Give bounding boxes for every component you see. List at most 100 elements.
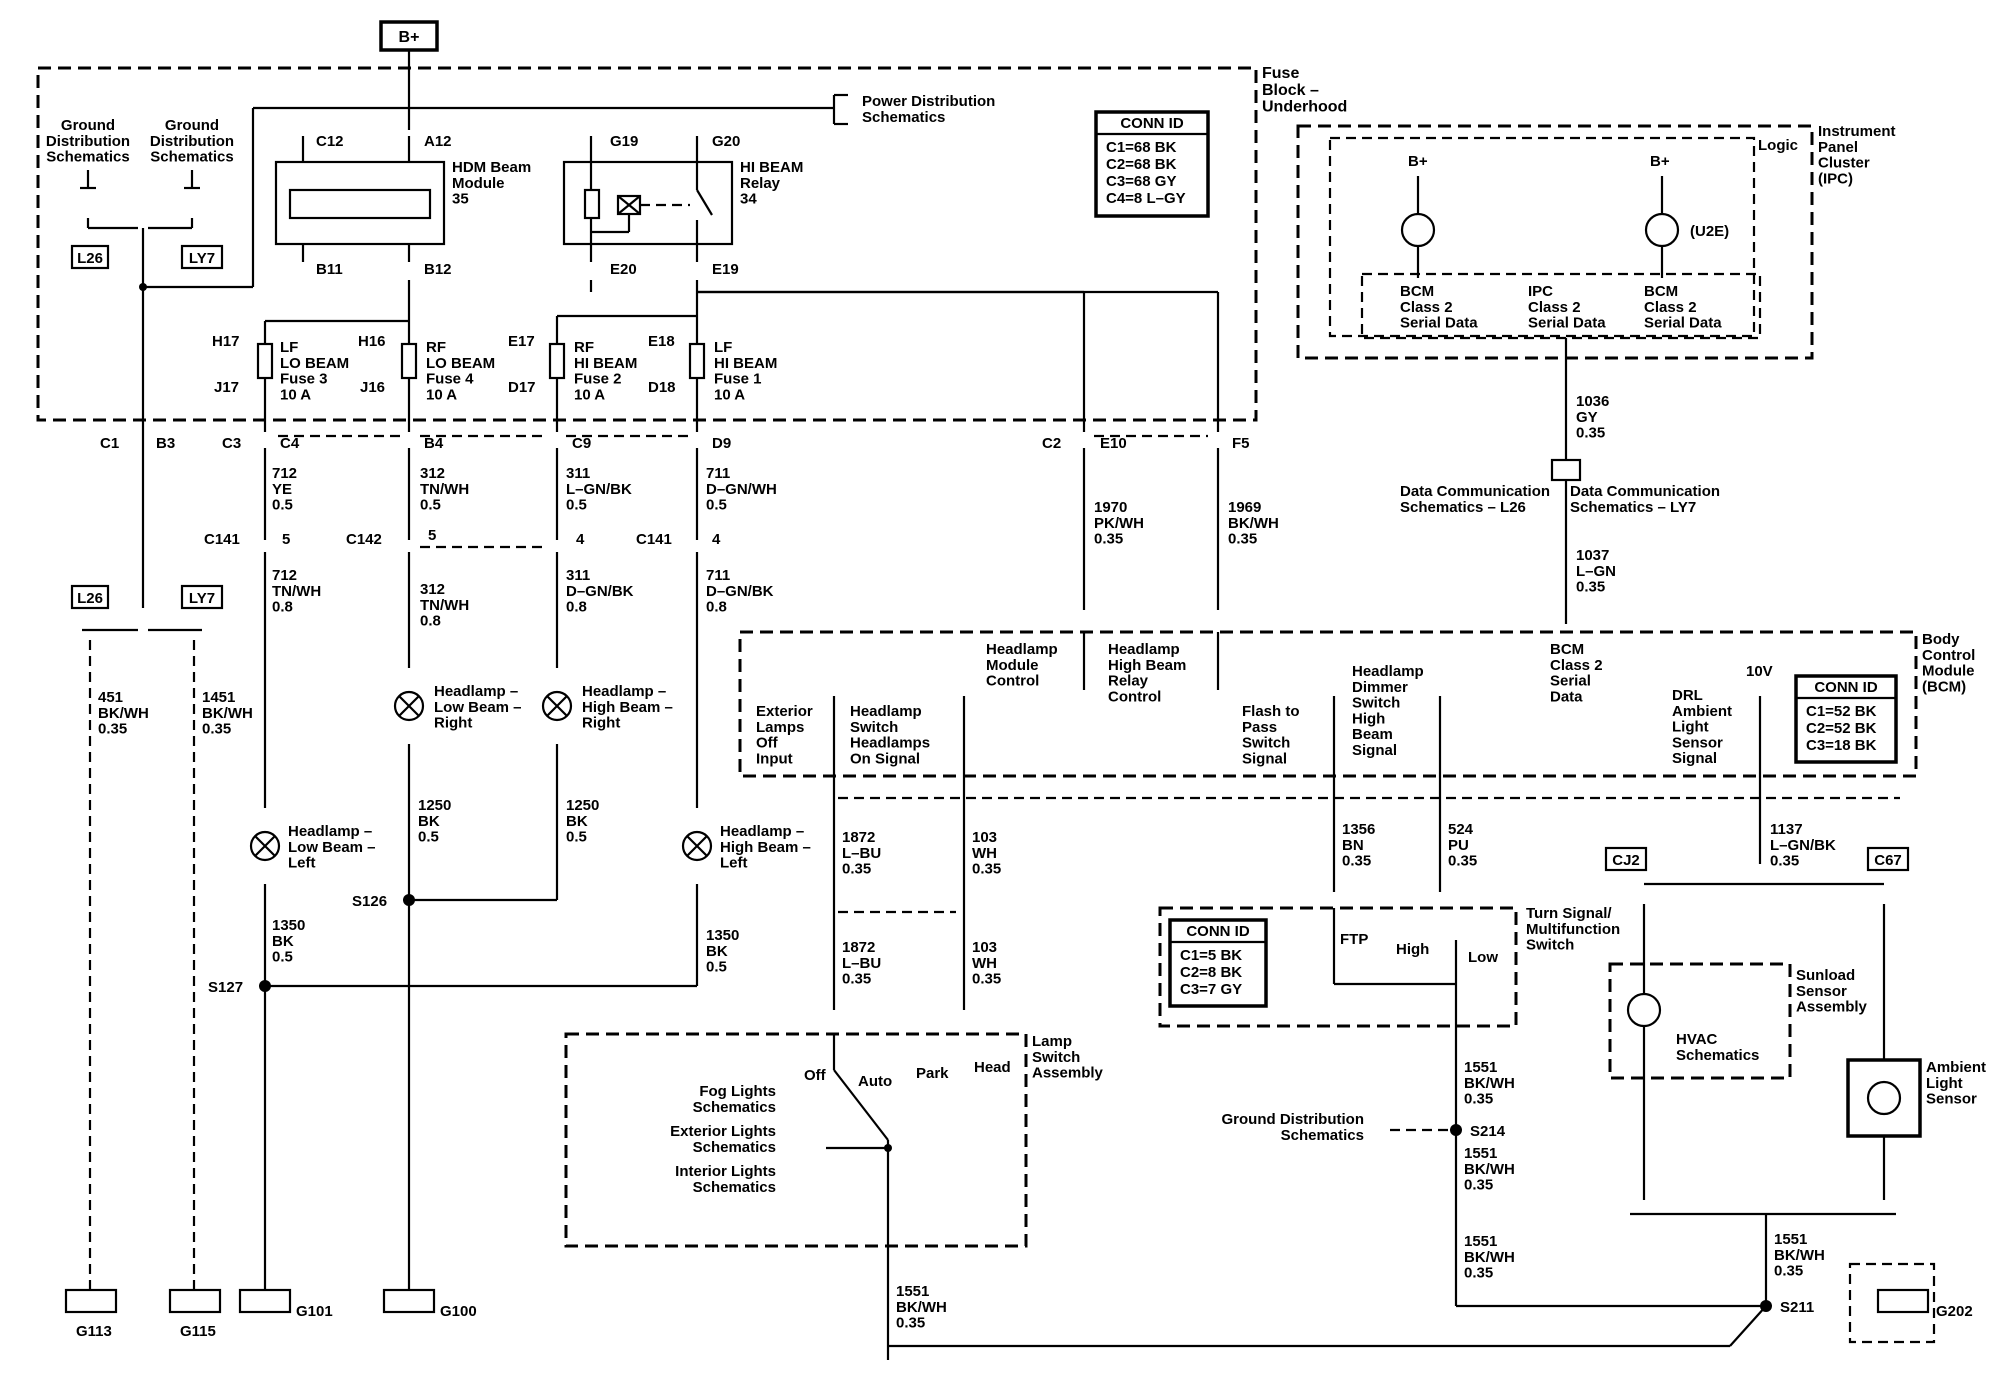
svg-text:B4: B4 (424, 435, 444, 452)
svg-text:C142: C142 (346, 531, 382, 548)
ground-g113 (64, 1288, 118, 1314)
svg-text:C3=68 GY: C3=68 GY (1106, 173, 1176, 190)
svg-text:S214: S214 (1470, 1123, 1506, 1140)
svg-text:G101: G101 (296, 1303, 333, 1320)
svg-text:C9: C9 (572, 435, 591, 452)
svg-text:CONN ID: CONN ID (1186, 923, 1250, 940)
svg-text:Low: Low (1468, 949, 1498, 966)
sunload-sensor (1608, 962, 1792, 1080)
lamp-hi-left: Headlamp –High Beam –Left (720, 823, 811, 872)
svg-text:S127: S127 (208, 979, 243, 996)
svg-text:D18: D18 (648, 379, 676, 396)
svg-text:G115: G115 (180, 1323, 216, 1340)
svg-text:H16: H16 (358, 333, 386, 350)
svg-text:High: High (1396, 941, 1429, 958)
option-tag-l26-bottom: L26 (77, 590, 103, 607)
svg-text:C3: C3 (222, 435, 241, 452)
svg-text:E17: E17 (508, 333, 535, 350)
svg-text:G202: G202 (1936, 1303, 1973, 1320)
svg-text:H17: H17 (212, 333, 240, 350)
bcm-boundary (738, 630, 1918, 778)
turn-signal-switch (1158, 906, 1518, 1028)
lamp-lo-left: Headlamp –Low Beam –Left (288, 823, 376, 872)
svg-text:A12: A12 (424, 133, 452, 150)
lamp-hi-right: Headlamp –High Beam –Right (582, 683, 673, 732)
conn-id-bcm (1794, 674, 1898, 764)
svg-text:G19: G19 (610, 133, 638, 150)
option-tag-ly7-bottom: LY7 (189, 590, 215, 607)
svg-text:C1=5 BK: C1=5 BK (1180, 947, 1242, 964)
svg-text:F5: F5 (1232, 435, 1250, 452)
ground-g100 (382, 1288, 436, 1314)
svg-text:C1: C1 (100, 435, 119, 452)
svg-text:Auto: Auto (858, 1073, 892, 1090)
svg-text:FTP: FTP (1340, 931, 1368, 948)
option-tag-ly7-top: LY7 (189, 250, 215, 267)
svg-text:G20: G20 (712, 133, 740, 150)
svg-text:E18: E18 (648, 333, 675, 350)
svg-text:4: 4 (712, 531, 721, 548)
svg-text:C2: C2 (1042, 435, 1061, 452)
svg-text:J16: J16 (360, 379, 385, 396)
svg-text:Head: Head (974, 1059, 1011, 1076)
svg-text:(U2E): (U2E) (1690, 223, 1729, 240)
svg-text:5: 5 (428, 527, 436, 544)
ipc-boundary (1296, 124, 1814, 360)
option-tag-c67: C67 (1874, 852, 1902, 869)
svg-text:5: 5 (282, 531, 290, 548)
svg-text:J17: J17 (214, 379, 239, 396)
svg-text:C141: C141 (204, 531, 240, 548)
svg-text:CONN ID: CONN ID (1814, 679, 1878, 696)
svg-text:E19: E19 (712, 261, 739, 278)
svg-text:4: 4 (576, 531, 585, 548)
svg-text:C3=18 BK: C3=18 BK (1806, 737, 1877, 754)
svg-text:CONN ID: CONN ID (1120, 115, 1184, 132)
svg-text:C2=68 BK: C2=68 BK (1106, 156, 1177, 173)
svg-text:E20: E20 (610, 261, 637, 278)
svg-text:C4=8 L–GY: C4=8 L–GY (1106, 190, 1186, 207)
